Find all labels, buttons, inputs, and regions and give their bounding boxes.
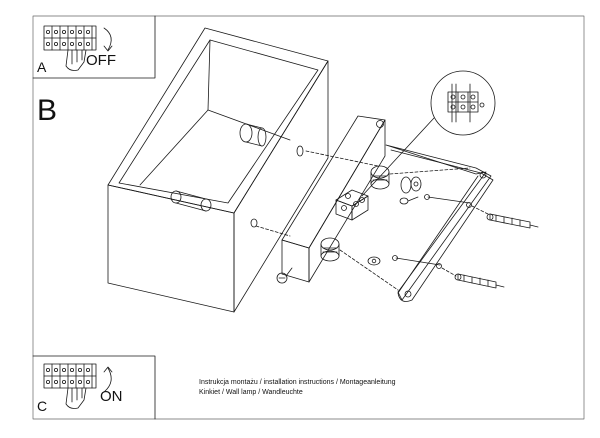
inner-lamp-holder-lower bbox=[170, 190, 212, 212]
step-a-label: A bbox=[37, 59, 47, 75]
socket-lower bbox=[320, 237, 340, 262]
assembly-guides bbox=[255, 150, 489, 291]
step-a-off-text: OFF bbox=[86, 52, 116, 69]
arrow-on-icon bbox=[103, 366, 113, 393]
inset-c-frame bbox=[32, 355, 156, 420]
step-c-on-text: ON bbox=[100, 388, 123, 405]
caption-line-2: Kinkiet / Wall lamp / Wandleuchte bbox=[199, 388, 303, 396]
wall-plug-lower bbox=[454, 273, 505, 289]
wiring-detail-callout bbox=[361, 70, 496, 197]
caption: Instrukcja montażu / installation instru… bbox=[199, 378, 396, 397]
step-b-label: B bbox=[37, 94, 58, 127]
wall-bracket bbox=[385, 144, 494, 302]
hand-on-icon bbox=[65, 387, 87, 409]
terminal-block-off-icon bbox=[43, 25, 97, 51]
caption-line-1: Instrukcja montażu / installation instru… bbox=[199, 379, 396, 386]
fixing-screw bbox=[276, 267, 293, 284]
inner-lamp-holder-upper bbox=[239, 123, 267, 147]
step-c-label: C bbox=[37, 398, 48, 414]
page-border bbox=[32, 15, 585, 420]
terminal-block bbox=[335, 189, 369, 221]
back-plate bbox=[281, 115, 386, 283]
hand-off-icon bbox=[65, 49, 87, 71]
arrow-off-icon bbox=[103, 27, 113, 52]
lamp-housing bbox=[107, 27, 329, 313]
wall-plug-upper bbox=[486, 213, 539, 229]
bracket-bolts bbox=[392, 194, 471, 266]
terminal-block-on-icon bbox=[43, 363, 97, 389]
ground-terminal bbox=[399, 196, 419, 205]
inset-a-frame bbox=[32, 15, 156, 79]
socket-nuts bbox=[367, 176, 422, 266]
